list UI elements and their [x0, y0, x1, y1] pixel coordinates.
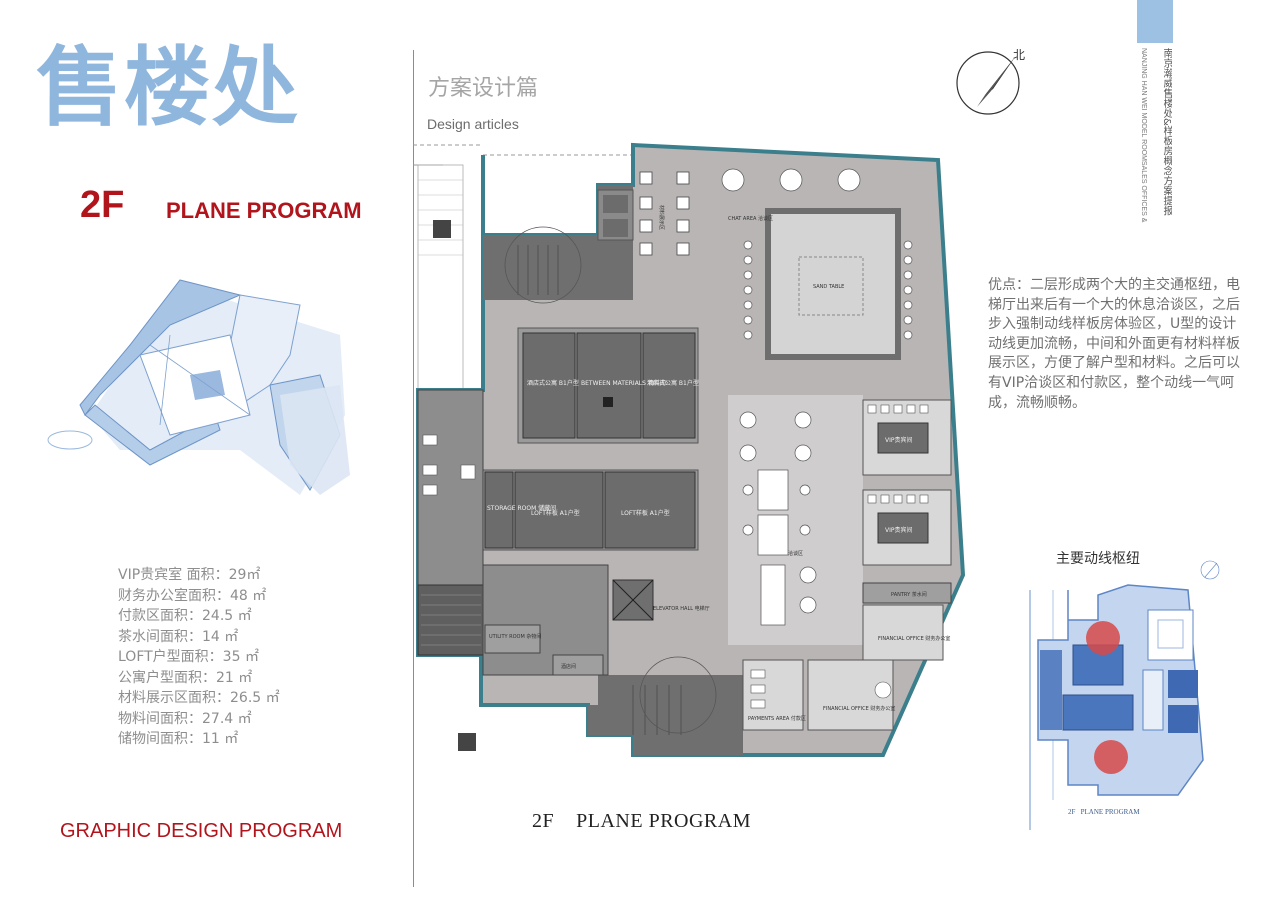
column [433, 220, 451, 238]
room-label-storage: STORAGE ROOM 储藏间 [487, 504, 556, 512]
room-apt-b1-left [522, 332, 576, 439]
hub-marker [1086, 621, 1120, 655]
room-label-material: 材料展示区 [658, 205, 665, 230]
isometric-model-illustration [47, 279, 350, 495]
area-item: VIP贵宾室 面积：29㎡ [118, 567, 261, 583]
chat-bottom-seating [739, 411, 817, 626]
area-item: 付款区面积：24.5 ㎡ [118, 608, 252, 624]
chat-top-seating [721, 168, 913, 340]
room-label-chat-top: CHAT AREA 洽谈区 [728, 215, 773, 222]
room-label-tea: 酒店间 [561, 663, 576, 670]
hub-title: 主要动线枢纽 [1056, 551, 1140, 567]
area-item: 储物间面积：11 ㎡ [118, 731, 239, 747]
area-item: 茶水间面积：14 ㎡ [118, 628, 239, 645]
area-item: LOFT户型面积：35 ㎡ [118, 649, 259, 665]
graphic-design-label: GRAPHIC DESIGN PROGRAM [60, 820, 343, 842]
plan-caption: 2F PLANE PROGRAM [532, 810, 751, 832]
room-label-vip-1: VIP贵宾间 [885, 436, 913, 444]
room-payments [742, 659, 804, 731]
room-between-materials [576, 332, 642, 439]
room-label-financial-2: FINANCIAL OFFICE 财务办公室 [823, 705, 895, 712]
room-label-apt-b1-left: 酒店式公寓 B1户型 [527, 379, 579, 387]
column [458, 733, 476, 751]
side-tab [1137, 0, 1173, 43]
room-tea [552, 654, 604, 676]
room-loft-right [604, 471, 696, 549]
floor-plan: 材料展示区 SAND TABLE CHAT AREA 洽谈区 酒店式公寓 B1户… [413, 142, 966, 757]
section-subtitle: Design articles [427, 116, 519, 132]
room-apt-b1-right [642, 332, 696, 439]
room-label-loft-right: LOFT样板 A1户型 [621, 509, 670, 517]
room-label-elevator: ELEVATOR HALL 电梯厅 [653, 605, 710, 612]
stair-left [417, 164, 464, 396]
north-compass-icon: 北 [956, 48, 1025, 115]
north-label: 北 [1013, 48, 1025, 62]
room-loft-left [514, 471, 604, 549]
area-item: 财务办公室面积：48 ㎡ [118, 587, 267, 604]
stair-core-bottom [588, 675, 743, 755]
sand-table-label: SAND TABLE [813, 284, 844, 290]
sidebar-title-en: NANJING HAN WEI MODEL ROOMSALES OFFICES … [1140, 48, 1147, 223]
room-utility [484, 624, 541, 654]
area-list: VIP贵宾室 面积：29㎡ 财务办公室面积：48 ㎡ 付款区面积：24.5 ㎡ … [118, 565, 280, 750]
plane-program-label: PLANE PROGRAM [166, 198, 362, 223]
room-label-apt-b1-right: 酒店式公寓 B1户型 [647, 379, 699, 387]
hub-mini-plan: 2F PLANE PROGRAM [1029, 560, 1220, 830]
vertical-divider [413, 50, 414, 887]
sidebar-title-cn: 南京瀚威售楼处&样板房概念方案提报 [1161, 48, 1172, 216]
room-label-utility: UTILITY ROOM 杂物间 [489, 633, 541, 640]
room-label-pantry: PANTRY 茶水间 [891, 591, 927, 598]
room-label-financial-1: FINANCIAL OFFICE 财务办公室 [878, 635, 950, 642]
room-storage [484, 471, 514, 549]
stair-core-top [483, 185, 633, 300]
advantages-text: 优点：二层形成两个大的主交通枢纽，电梯厅出来后有一个大的休息洽谈区，之后步入强制… [988, 277, 1240, 411]
room-label-vip-2: VIP贵宾间 [885, 526, 913, 534]
room-label-loft-left: LOFT样板 A1户型 [531, 509, 580, 517]
area-item: 物料间面积：27.4 ㎡ [118, 710, 252, 727]
room-financial-1 [862, 604, 944, 661]
chat-area-bottom [728, 395, 863, 645]
room-label-between: BETWEEN MATERIALS 物料间 [581, 379, 666, 387]
hub-caption: 2F PLANE PROGRAM [1068, 808, 1140, 816]
room-label-payments: PAYMENTS AREA 付款区 [748, 715, 806, 722]
area-item: 材料展示区面积：26.5 ㎡ [118, 690, 280, 706]
floor-label: 2F [80, 184, 125, 226]
material-display-grid [639, 171, 690, 256]
hub-marker [1094, 740, 1128, 774]
area-item: 公寓户型面积：21 ㎡ [118, 669, 253, 686]
section-title: 方案设计篇 [428, 76, 539, 101]
room-pantry [862, 582, 952, 604]
page-big-title: 售楼处 [36, 37, 300, 138]
